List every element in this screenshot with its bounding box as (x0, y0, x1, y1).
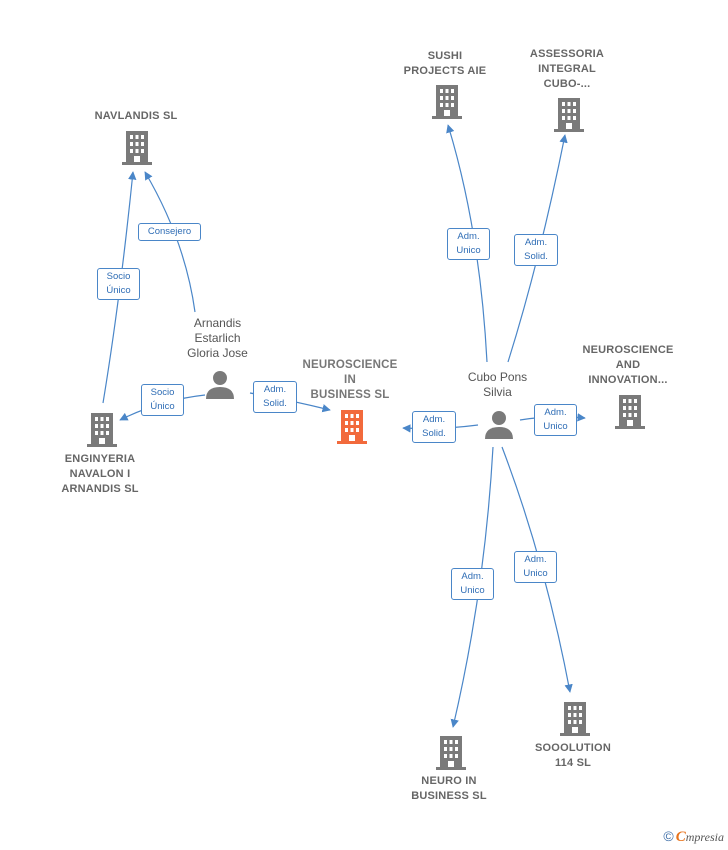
neuro-in-business-label[interactable]: NEURO IN BUSINESS SL (389, 774, 509, 804)
edge-consejero-line (144, 171, 196, 313)
arnandis-label-line: Estarlich (194, 331, 241, 345)
neuroscience-innovation-label-line: INNOVATION... (588, 374, 668, 386)
sooolution-label-line: 114 SL (554, 757, 592, 769)
neuroscience-innovation-label-line: AND (615, 359, 641, 371)
edge-badge-text: Adm. (524, 554, 547, 565)
edge-badge-consejero[interactable]: Consejero (138, 223, 201, 241)
enginyeria-label-line: NAVALON I (69, 468, 131, 480)
edge-badge-text: Adm. (457, 231, 480, 242)
edge-badge-text: Unico (456, 245, 481, 256)
cubo-pons-label[interactable]: Cubo Pons Silvia (440, 370, 555, 400)
neuroscience-innovation-label-line: NEUROSCIENCE (582, 344, 674, 356)
neuro-in-business-label-line: BUSINESS SL (411, 790, 487, 802)
enginyeria-label-line: ENGINYERIA (64, 453, 136, 465)
edge-badge-text: Solid. (263, 398, 287, 409)
arnandis-label[interactable]: Arnandis Estarlich Gloria Jose (160, 316, 275, 361)
edge-badge-text: Unico (460, 585, 485, 596)
assessoria-label-line: INTEGRAL (538, 63, 596, 75)
sooolution-label-line: SOOOLUTION (535, 742, 611, 754)
neuro-in-business-building-icon[interactable] (435, 734, 467, 770)
edge-badge-assessoria-adm-solid[interactable]: Adm. Solid. (514, 234, 558, 266)
cubo-pons-label-line: Cubo Pons (467, 370, 528, 384)
neuroscience-business-building-icon[interactable] (336, 408, 368, 444)
edge-badge-text: Adm. (422, 414, 446, 425)
edge-badge-innovation-adm-unico[interactable]: Adm. Unico (534, 404, 577, 436)
arnandis-person-icon[interactable] (205, 369, 235, 399)
assessoria-label-line: ASSESSORIA (529, 48, 605, 60)
edge-badge-text: Adm. (524, 237, 548, 248)
sooolution-building-icon[interactable] (559, 700, 591, 736)
navlandis-label-line: NAVLANDIS SL (94, 110, 178, 122)
edge-badge-text: Solid. (422, 428, 446, 439)
edge-badge-neuroin-adm-unico[interactable]: Adm. Unico (451, 568, 494, 600)
edge-badge-sushi-adm-unico[interactable]: Adm. Unico (447, 228, 490, 260)
sooolution-label[interactable]: SOOOLUTION 114 SL (513, 741, 633, 771)
edge-badge-socio-enginyeria[interactable]: Socio Único (141, 384, 184, 416)
logo-initial: C (675, 829, 686, 845)
logo-text: mpresia (685, 830, 724, 844)
assessoria-label[interactable]: ASSESSORIA INTEGRAL CUBO-... (507, 47, 627, 92)
edge-badge-arnandis-adm-solid[interactable]: Adm. Solid. (253, 381, 297, 413)
edge-badge-text: Consejero (147, 226, 192, 237)
neuroscience-business-label-line: IN (344, 374, 356, 386)
arnandis-label-line: Gloria Jose (187, 346, 248, 360)
neuroscience-innovation-label[interactable]: NEUROSCIENCE AND INNOVATION... (568, 343, 688, 388)
neuro-in-business-label-line: NEURO IN (421, 775, 477, 787)
sushi-label[interactable]: SUSHI PROJECTS AIE (385, 49, 505, 79)
edge-badge-text: Unico (543, 421, 568, 432)
assessoria-label-line: CUBO-... (543, 78, 591, 90)
neuroscience-business-label-line: BUSINESS SL (310, 389, 390, 401)
enginyeria-label[interactable]: ENGINYERIA NAVALON I ARNANDIS SL (40, 452, 160, 497)
enginyeria-building-icon[interactable] (86, 411, 118, 447)
edge-badge-sooolution-adm-unico[interactable]: Adm. Unico (514, 551, 557, 583)
cubo-pons-person-icon[interactable] (484, 409, 514, 439)
sushi-building-icon[interactable] (431, 83, 463, 119)
sushi-label-line: PROJECTS AIE (403, 65, 487, 77)
edge-badge-text: Adm. (263, 384, 287, 395)
sushi-label-line: SUSHI (427, 50, 463, 62)
navlandis-building-icon[interactable] (121, 129, 153, 165)
edge-badge-socio-navlandis[interactable]: Socio Único (97, 268, 140, 300)
edge-badge-text: Adm. (461, 571, 484, 582)
edge-badge-text: Unico (523, 568, 548, 579)
edge-badge-cubo-neuro-adm-solid[interactable]: Adm. Solid. (412, 411, 456, 443)
copyright-icon: © (663, 828, 674, 844)
edge-badge-text: Adm. (544, 407, 567, 418)
arnandis-label-line: Arnandis (193, 316, 242, 330)
empresia-logo[interactable]: ©Cmpresia (663, 828, 724, 846)
edge-badge-text: Socio (106, 271, 131, 282)
edge-badge-text: Socio (150, 387, 175, 398)
neuroscience-business-label-line: NEUROSCIENCE (302, 359, 398, 371)
enginyeria-label-line: ARNANDIS SL (61, 483, 139, 495)
assessoria-building-icon[interactable] (553, 96, 585, 132)
cubo-pons-label-line: Silvia (483, 385, 512, 399)
edge-badge-text: Único (150, 401, 175, 412)
edge-badge-text: Único (106, 285, 131, 296)
neuroscience-innovation-building-icon[interactable] (614, 393, 646, 429)
navlandis-label[interactable]: NAVLANDIS SL (76, 109, 196, 124)
neuroscience-business-label[interactable]: NEUROSCIENCE IN BUSINESS SL (290, 358, 410, 403)
edge-badge-text: Solid. (524, 251, 548, 262)
